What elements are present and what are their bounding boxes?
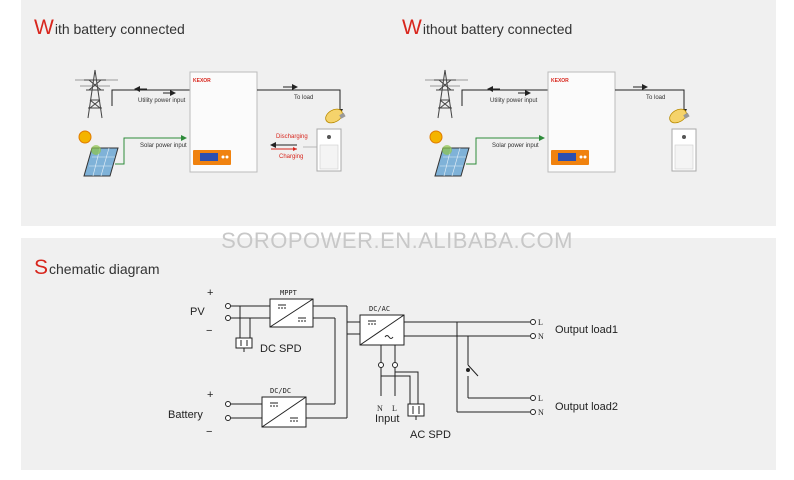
inverter-unit: KEXOR xyxy=(189,71,258,173)
battery-label: Battery xyxy=(168,409,203,421)
pv-label: PV xyxy=(190,306,205,318)
schematic-panel xyxy=(21,238,776,470)
input-n-label: N xyxy=(377,404,383,413)
pv-minus-sign: − xyxy=(206,325,212,337)
inverter-brand: KEXOR xyxy=(551,78,569,84)
to-load-label: To load xyxy=(646,95,665,101)
inverter-brand: KEXOR xyxy=(193,78,211,84)
light-bulb-icon xyxy=(669,108,690,124)
without-battery-heading: Without battery connected xyxy=(402,16,572,40)
light-bulb-icon xyxy=(325,108,346,124)
sun-icon xyxy=(78,130,92,144)
with-battery-heading-text: ith battery connected xyxy=(54,21,185,37)
charging-label: Charging xyxy=(279,154,303,160)
utility-power-input-label: Utility power input xyxy=(490,98,538,104)
with-battery-heading-cap: W xyxy=(34,16,54,39)
battery-minus-sign: − xyxy=(206,426,212,438)
input-l-label: L xyxy=(392,404,397,413)
schematic-heading-text: chematic diagram xyxy=(49,261,160,277)
dcac-label: DC/AC xyxy=(369,305,390,313)
inverter-unit: KEXOR xyxy=(547,71,616,173)
dcdc-label: DC/DC xyxy=(270,387,291,395)
sun-icon xyxy=(429,130,443,144)
battery-icon xyxy=(671,128,697,172)
to-load-label: To load xyxy=(294,95,313,101)
dc-spd-label: DC SPD xyxy=(260,343,302,355)
output1-n-label: N xyxy=(538,332,544,341)
without-battery-heading-text: ithout battery connected xyxy=(422,21,573,37)
with-battery-diagram: Utility power input Solar power input KE… xyxy=(75,69,346,177)
solar-panel-icon xyxy=(434,145,470,177)
battery-icon xyxy=(316,128,342,172)
without-battery-diagram: Utility power input Solar power input KE… xyxy=(425,69,697,177)
solar-power-input-label: Solar power input xyxy=(140,143,187,149)
output-load1-label: Output load1 xyxy=(555,324,618,336)
mppt-label: MPPT xyxy=(280,289,298,297)
schematic-heading: Schematic diagram xyxy=(34,256,160,280)
battery-plus-sign: + xyxy=(207,389,213,401)
watermark: SOROPOWER.EN.ALIBABA.COM xyxy=(221,228,573,253)
battery-modes-panel xyxy=(21,0,776,226)
output2-n-label: N xyxy=(538,408,544,417)
utility-power-input-label: Utility power input xyxy=(138,98,186,104)
discharging-label: Discharging xyxy=(276,134,308,140)
with-battery-heading: With battery connected xyxy=(34,16,185,40)
schematic-heading-cap: S xyxy=(34,256,49,279)
ac-spd-label: AC SPD xyxy=(410,429,451,441)
input-label: Input xyxy=(375,413,399,425)
output1-l-label: L xyxy=(538,318,543,327)
output-load2-label: Output load2 xyxy=(555,401,618,413)
solar-power-input-label: Solar power input xyxy=(492,143,539,149)
without-battery-heading-cap: W xyxy=(402,16,422,39)
pv-plus-sign: + xyxy=(207,287,213,299)
power-pylon-icon xyxy=(75,69,118,119)
schematic-diagram xyxy=(225,298,536,428)
power-pylon-icon xyxy=(425,69,468,119)
solar-panel-icon xyxy=(83,145,119,177)
output2-l-label: L xyxy=(538,394,543,403)
